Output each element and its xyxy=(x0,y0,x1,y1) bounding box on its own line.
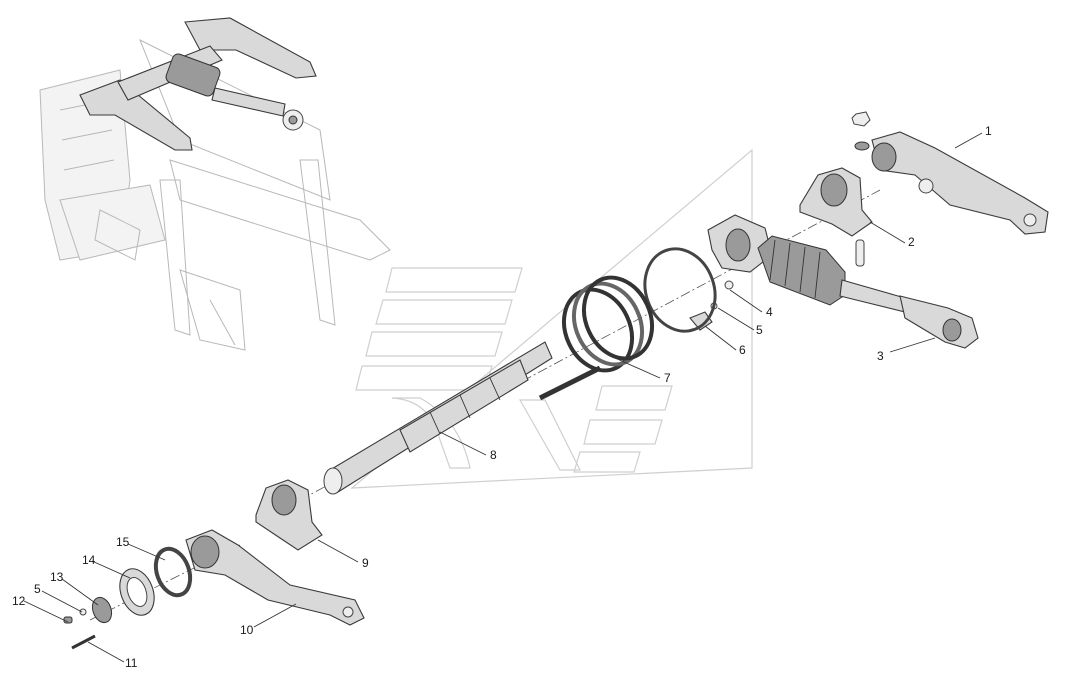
part-5-washer-left xyxy=(79,608,87,616)
callout-15: 15 xyxy=(116,535,130,549)
callout-6: 6 xyxy=(739,343,746,357)
part-12-bolt xyxy=(63,616,73,624)
part-15-washer xyxy=(153,546,193,598)
callout-5-left: 5 xyxy=(34,582,41,596)
callout-4: 4 xyxy=(766,305,773,319)
leader-lines xyxy=(23,132,983,663)
part-6-clamp-ring xyxy=(643,247,717,333)
part-1-right-lift-arm xyxy=(871,131,1049,235)
small-fasteners-4-5-6 xyxy=(689,280,734,331)
part-11-pin xyxy=(71,634,96,650)
callout-9: 9 xyxy=(362,556,369,570)
callout-12: 12 xyxy=(12,594,26,608)
callout-8: 8 xyxy=(490,448,497,462)
part-10-left-lift-arm xyxy=(185,529,365,626)
callout-14: 14 xyxy=(82,553,96,567)
part-13-cap-plate xyxy=(91,596,113,624)
callout-2: 2 xyxy=(908,235,915,249)
callout-13: 13 xyxy=(50,570,64,584)
part-7-torsion-spring xyxy=(538,275,655,401)
part-3-bellows-rod-assembly xyxy=(707,214,979,349)
assembled-hitch-ghost xyxy=(39,17,391,351)
callout-5: 5 xyxy=(756,323,763,337)
part-14-disc-hole xyxy=(126,577,148,607)
callout-11: 11 xyxy=(125,656,138,670)
callout-10: 10 xyxy=(240,623,254,637)
callout-labels: 1 2 3 4 5 6 7 8 9 10 11 12 5 13 14 15 xyxy=(12,124,992,670)
nut-and-washer xyxy=(851,111,871,151)
part-9-left-bracket xyxy=(255,479,323,551)
callout-7: 7 xyxy=(664,371,671,385)
callout-1: 1 xyxy=(985,124,992,138)
callout-3: 3 xyxy=(877,349,884,363)
part-2-right-bracket xyxy=(799,167,873,267)
part-8-cross-shaft xyxy=(323,341,553,495)
